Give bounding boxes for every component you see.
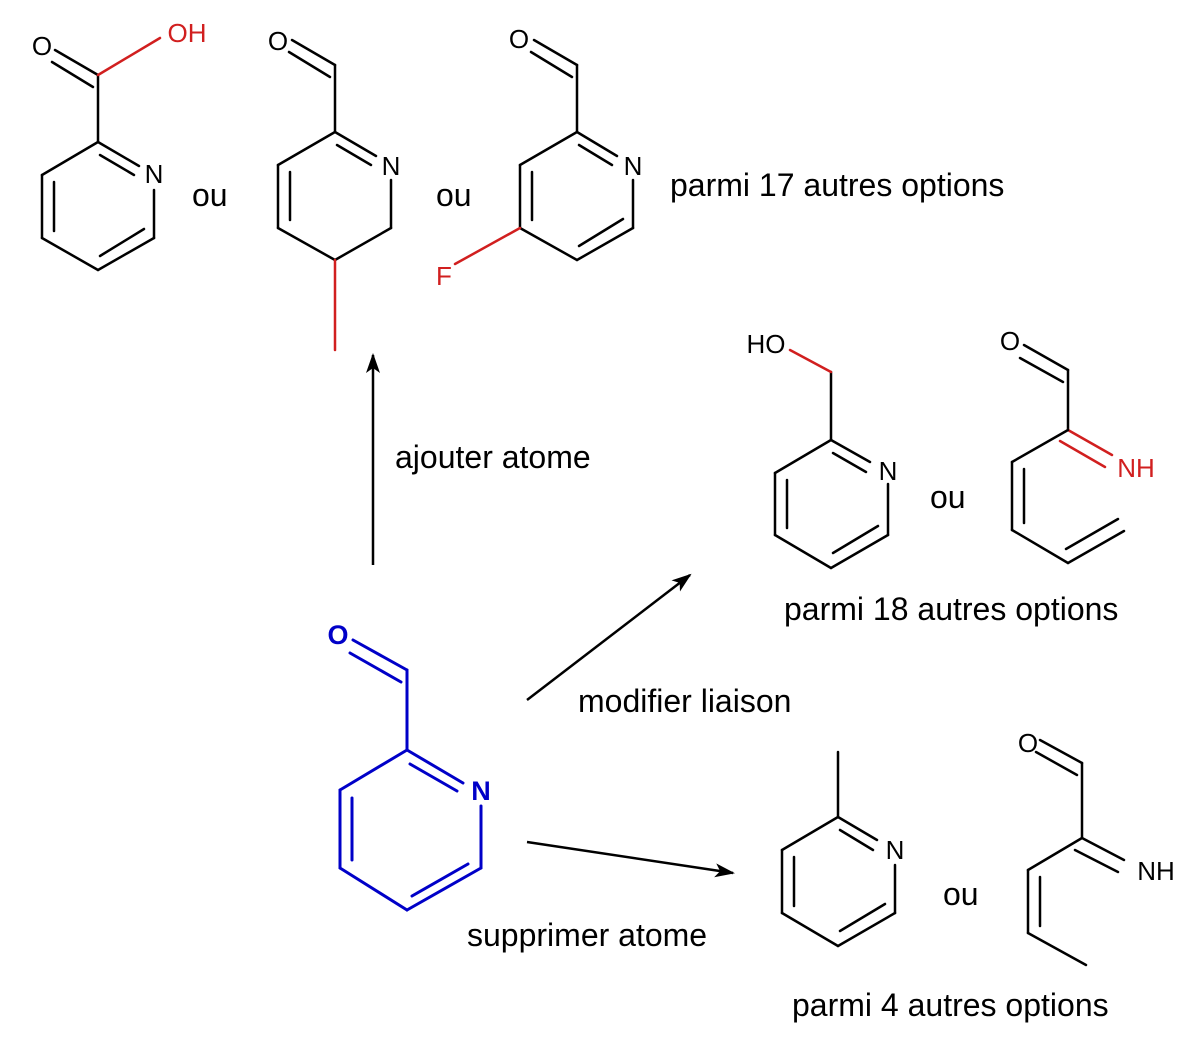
arrow-remove-atom — [526, 840, 735, 878]
atom-n: N — [624, 151, 643, 181]
atom-o: O — [32, 31, 52, 61]
atom-o: O — [1000, 326, 1020, 356]
product-open-chain-imine: O NH — [1000, 326, 1155, 565]
options-modify-bond: parmi 18 autres options — [784, 591, 1118, 627]
start-molecule-bonds — [338, 638, 483, 912]
label-remove-atom: supprimer atome — [467, 917, 707, 953]
atom-n: N — [382, 151, 401, 181]
start-molecule: N O — [327, 620, 491, 912]
atom-n: N — [879, 456, 898, 486]
product-picolinic-acid: N O OH — [32, 18, 207, 272]
options-add-atom: parmi 17 autres options — [670, 167, 1004, 203]
atom-f: F — [436, 261, 452, 291]
label-add-atom: ajouter atome — [395, 439, 591, 475]
atom-oh: OH — [168, 18, 207, 48]
atom-nh: NH — [1117, 453, 1155, 483]
product-fluoro-pyridine-carbaldehyde: N O F — [436, 24, 642, 291]
connector-top-2: ou — [436, 177, 472, 213]
product-pyridinyl-methanol: N HO — [747, 329, 898, 570]
product-methylpyridine: N — [780, 750, 905, 948]
start-atom-n: N — [471, 776, 491, 806]
atom-o: O — [268, 26, 288, 56]
atom-o: O — [509, 24, 529, 54]
label-modify-bond: modifier liaison — [578, 683, 791, 719]
atom-n: N — [145, 159, 164, 189]
start-atom-o: O — [327, 620, 348, 650]
product-short-chain-imine: O NH — [1018, 728, 1175, 967]
connector-bottom: ou — [943, 876, 979, 912]
product-methyl-pyridine-carbaldehyde: N O — [268, 26, 401, 352]
atom-n: N — [886, 835, 905, 865]
atom-nh: NH — [1137, 856, 1175, 886]
atom-ho: HO — [747, 329, 786, 359]
atom-o: O — [1018, 728, 1038, 758]
connector-top-1: ou — [192, 177, 228, 213]
connector-middle: ou — [930, 479, 966, 515]
arrow-modify-bond — [526, 573, 692, 701]
options-remove-atom: parmi 4 autres options — [792, 987, 1109, 1023]
